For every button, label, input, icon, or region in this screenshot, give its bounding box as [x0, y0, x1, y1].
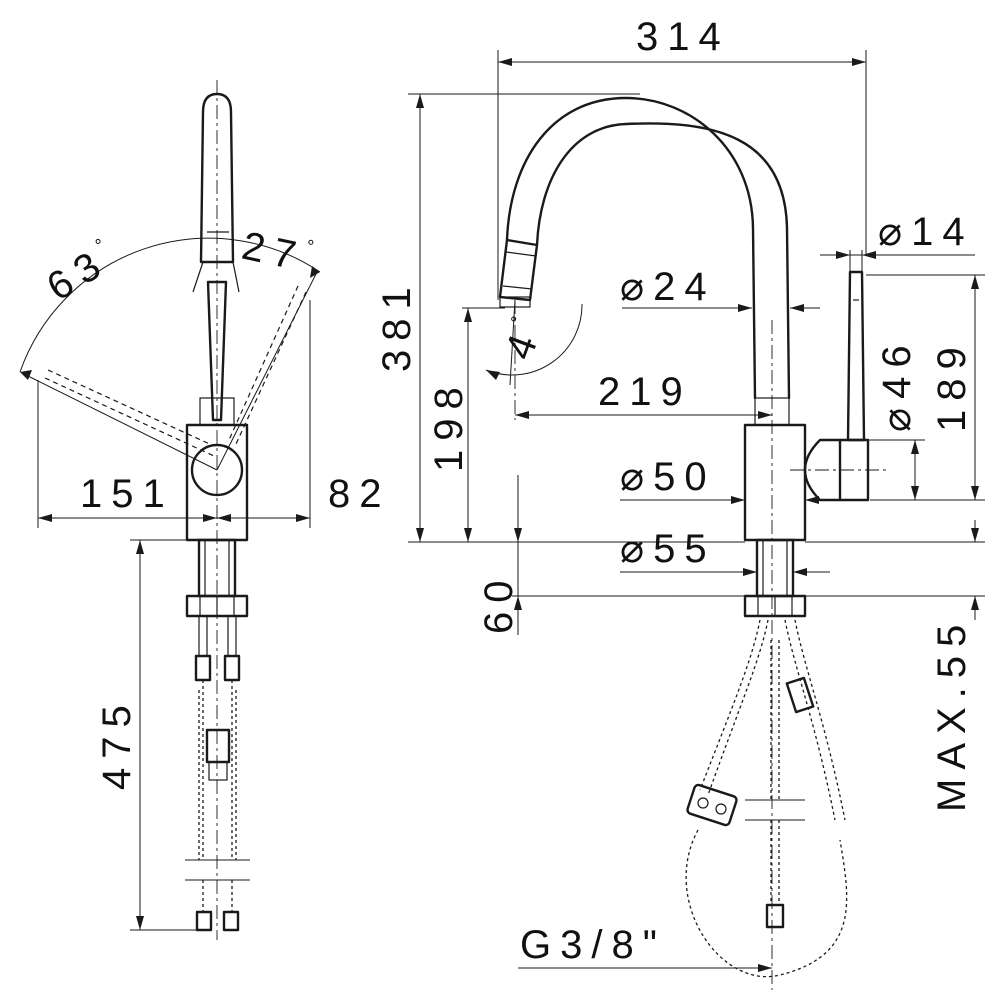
- hose-weight: [686, 783, 738, 827]
- reach-314-label: 314: [636, 15, 730, 59]
- side-lever: [206, 280, 228, 422]
- front-handle-hub: [803, 438, 842, 502]
- front-hoses: [685, 619, 848, 978]
- thread-label: G3/8": [520, 923, 666, 967]
- outlet-198-label: 198: [427, 378, 471, 472]
- side-view: 63° 27° 151 82 475: [19, 80, 391, 940]
- hose-475-label: 475: [95, 696, 139, 790]
- front-lever: [846, 270, 866, 442]
- front-body: [743, 423, 807, 542]
- height-189-label: 189: [930, 338, 974, 432]
- side-hoses: [194, 615, 241, 932]
- width-82-label: 82: [328, 472, 391, 516]
- max-deck-label: MAX.55: [930, 616, 974, 812]
- tilt-4-label: 4°: [496, 305, 555, 365]
- handle-dia-46-label: ⌀46: [874, 336, 920, 432]
- height-381-label: 381: [375, 278, 419, 372]
- angle-63-label: 63°: [39, 230, 130, 310]
- base-60-label: 60: [477, 572, 521, 635]
- tip-dia-14-label: ⌀14: [878, 209, 974, 255]
- width-151-label: 151: [80, 472, 174, 516]
- spray-head: [498, 238, 539, 302]
- front-view: 314 381 198 60 4° 219 ⌀24 ⌀14 ⌀46 189 ⌀5…: [375, 15, 985, 990]
- side-spout: [199, 92, 235, 264]
- reach-219-label: 219: [598, 370, 692, 414]
- side-cartridge: [190, 443, 244, 497]
- base-dia-55-label: ⌀55: [620, 526, 716, 572]
- spout-dia-24-label: ⌀24: [620, 264, 716, 310]
- body-dia-50-label: ⌀50: [620, 454, 716, 500]
- front-spout: [505, 96, 757, 400]
